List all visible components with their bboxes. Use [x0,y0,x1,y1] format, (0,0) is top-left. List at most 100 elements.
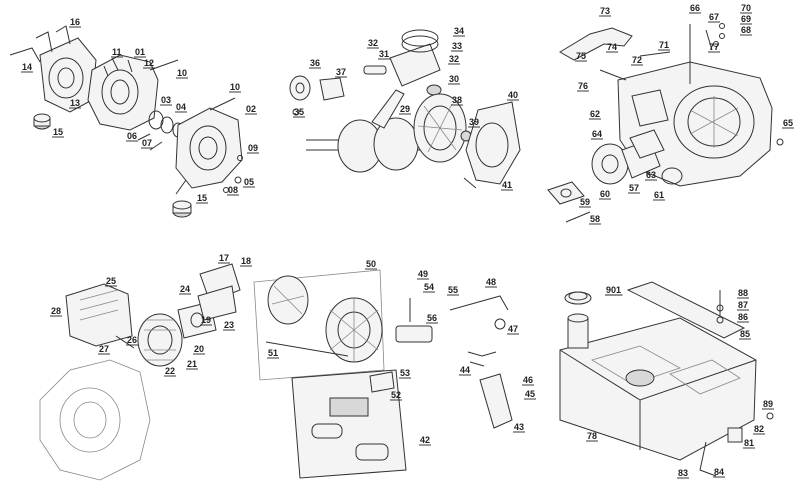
part-label-31: 31 [379,49,389,59]
part-label-21: 21 [187,359,197,369]
part-label-57: 57 [629,183,639,193]
part-label-70: 70 [741,3,751,13]
part-label-07: 07 [142,138,152,148]
part-label-32: 32 [368,38,378,48]
part-label-33: 33 [452,41,462,51]
part-label-87: 87 [738,300,748,310]
part-label-19: 19 [201,315,211,325]
part-label-54: 54 [424,282,434,292]
part-label-61: 61 [654,190,664,200]
part-label-32: 32 [449,54,459,64]
part-label-08: 08 [228,185,238,195]
part-label-36: 36 [310,58,320,68]
part-label-18: 18 [241,256,251,266]
part-label-85: 85 [740,329,750,339]
alternator-assembly [253,269,513,479]
part-label-901: 901 [606,285,621,295]
part-label-88: 88 [738,288,748,298]
part-label-64: 64 [592,129,602,139]
part-label-16: 16 [70,17,80,27]
part-label-69: 69 [741,14,751,24]
part-label-17: 17 [219,253,229,263]
part-label-15: 15 [53,127,63,137]
part-label-29: 29 [400,104,410,114]
part-label-41: 41 [502,180,512,190]
part-label-39: 39 [469,117,479,127]
part-label-53: 53 [400,368,410,378]
part-label-58: 58 [590,214,600,224]
part-label-75: 75 [576,51,586,61]
crankshaft-assembly [289,29,521,189]
part-label-30: 30 [449,74,459,84]
part-label-68: 68 [741,25,751,35]
part-label-02: 02 [246,104,256,114]
part-label-84: 84 [714,467,724,477]
carburetor-assembly [547,23,784,223]
part-label-27: 27 [99,344,109,354]
part-label-77: 77 [709,42,719,52]
part-label-66: 66 [690,3,700,13]
part-label-50: 50 [366,259,376,269]
part-label-04: 04 [176,102,186,112]
part-label-86: 86 [738,312,748,322]
part-label-01: 01 [135,47,145,57]
part-label-42: 42 [420,435,430,445]
part-label-78: 78 [587,431,597,441]
part-label-67: 67 [709,12,719,22]
part-label-83: 83 [678,468,688,478]
part-label-73: 73 [600,6,610,16]
part-label-45: 45 [525,389,535,399]
part-label-26: 26 [127,335,137,345]
crankcase-assembly [9,25,243,218]
part-label-62: 62 [590,109,600,119]
part-label-28: 28 [51,306,61,316]
part-label-71: 71 [659,40,669,50]
part-label-59: 59 [580,197,590,207]
part-label-82: 82 [754,424,764,434]
part-label-60: 60 [600,189,610,199]
part-label-47: 47 [508,324,518,334]
part-label-03: 03 [161,95,171,105]
part-label-06: 06 [127,131,137,141]
part-label-20: 20 [194,344,204,354]
part-label-22: 22 [165,366,175,376]
part-label-05: 05 [244,177,254,187]
part-label-38: 38 [452,95,462,105]
part-label-51: 51 [268,348,278,358]
part-label-25: 25 [106,276,116,286]
part-label-56: 56 [427,313,437,323]
part-label-81: 81 [744,438,754,448]
part-label-74: 74 [607,42,617,52]
part-label-37: 37 [336,67,346,77]
part-label-63: 63 [646,170,656,180]
part-label-40: 40 [508,90,518,100]
part-label-13: 13 [70,98,80,108]
part-label-76: 76 [578,81,588,91]
part-label-55: 55 [448,285,458,295]
part-label-46: 46 [523,375,533,385]
part-label-10: 10 [230,82,240,92]
part-label-43: 43 [514,422,524,432]
part-label-11: 11 [112,47,122,57]
part-label-34: 34 [454,26,464,36]
cylinder-assembly [39,263,241,481]
part-label-14: 14 [22,62,32,72]
part-label-09: 09 [248,143,258,153]
part-label-44: 44 [460,365,470,375]
part-label-12: 12 [144,58,154,68]
part-label-65: 65 [783,118,793,128]
part-label-23: 23 [224,320,234,330]
part-label-49: 49 [418,269,428,279]
part-label-48: 48 [486,277,496,287]
fuel-tank-assembly [559,281,774,477]
part-label-24: 24 [180,284,190,294]
part-label-15: 15 [197,193,207,203]
part-label-72: 72 [632,55,642,65]
part-label-10: 10 [177,68,187,78]
part-label-52: 52 [391,390,401,400]
part-label-35: 35 [294,107,304,117]
part-label-89: 89 [763,399,773,409]
